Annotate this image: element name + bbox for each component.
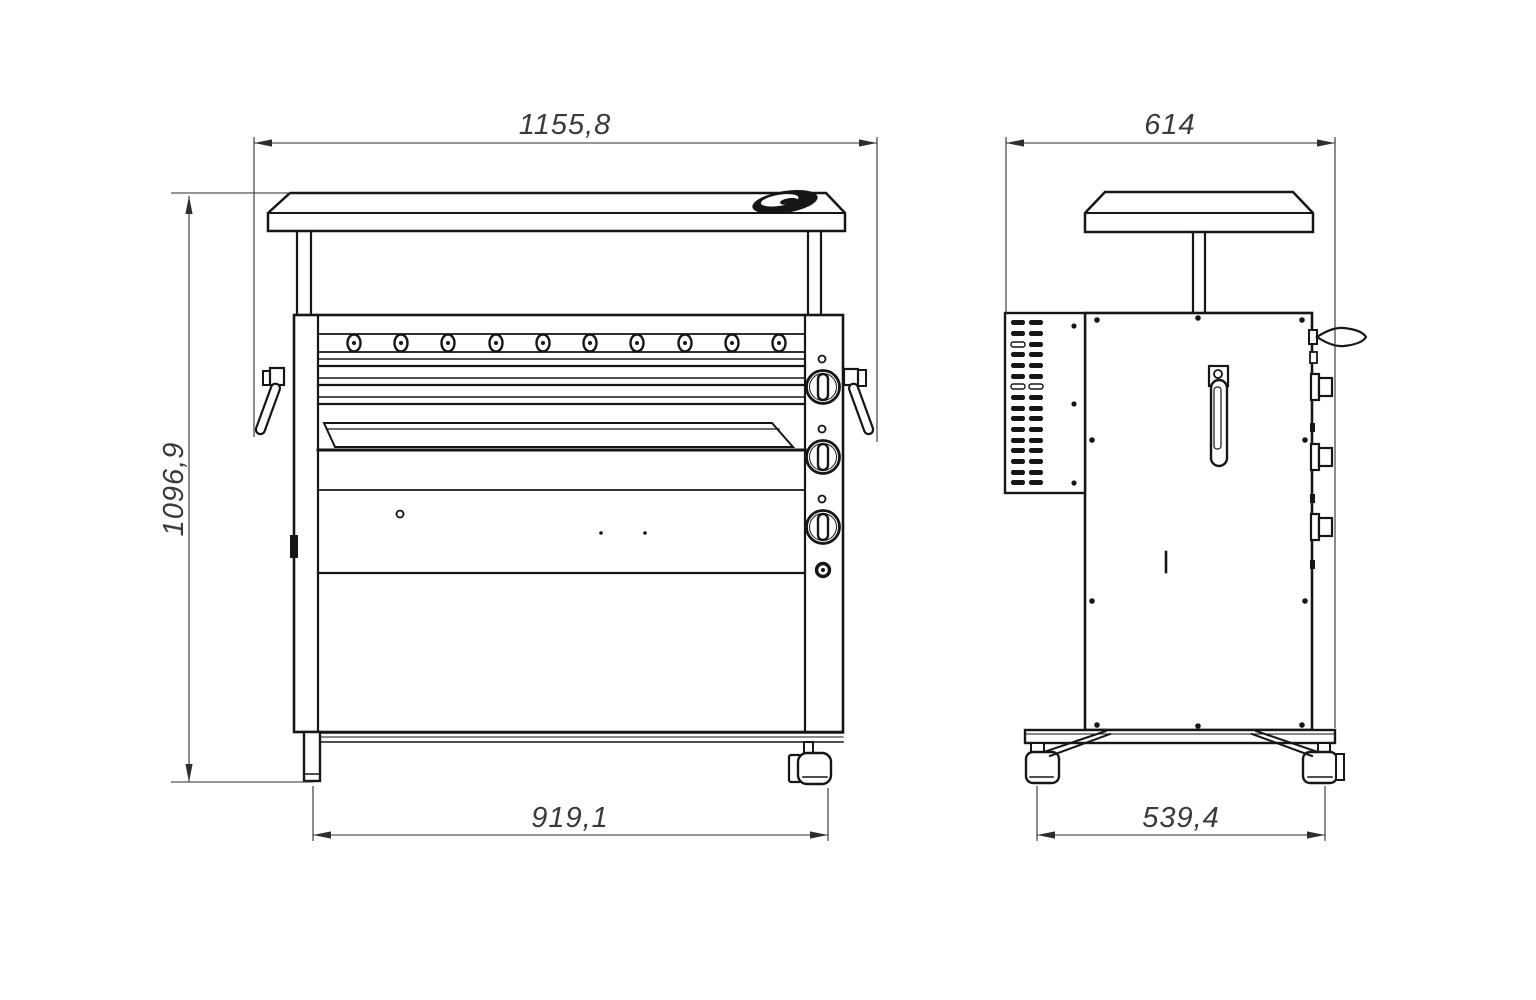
dimension-front-height: 1096,9 (158, 192, 313, 783)
skewer-handle-side (1308, 326, 1368, 364)
body-side (1083, 311, 1314, 732)
skewer-knob (629, 333, 645, 353)
dimension-label-front-height: 1096,9 (158, 442, 190, 537)
hinge-tab (290, 535, 298, 558)
skewer-knob (393, 333, 409, 353)
skewer-knob (677, 333, 693, 353)
skewer-knob (346, 333, 362, 353)
dimension-label-front-base: 919,1 (531, 802, 609, 834)
dimension-label-side-depth: 614 (1144, 109, 1195, 141)
canopy-posts (295, 229, 823, 317)
knob-profiles-side (1309, 372, 1334, 569)
door-handle-side (1164, 364, 1230, 574)
dimension-front-base: 919,1 (312, 786, 829, 841)
caster-right-side (1250, 729, 1345, 785)
control-panel (805, 354, 841, 579)
front-view (254, 189, 875, 786)
dimension-side-base: 539,4 (1036, 786, 1326, 841)
right-handle (842, 367, 875, 436)
skewer-knob (582, 333, 598, 353)
control-knob (805, 354, 841, 405)
bottom-rail (317, 732, 844, 743)
left-handle (254, 366, 286, 436)
side-view (1003, 190, 1368, 785)
dimension-side-depth: 614 (1005, 109, 1336, 728)
control-knob (805, 494, 841, 545)
base-frame (1023, 728, 1337, 745)
caster-left-side (1024, 729, 1112, 785)
screw-dots (1071, 315, 1308, 729)
skewer-knob (488, 333, 504, 353)
dimension-label-side-base: 539,4 (1142, 802, 1220, 834)
panel-hole (395, 509, 405, 519)
skewer-row (317, 333, 806, 353)
grill-rails (316, 358, 807, 406)
skewer-knob (535, 333, 551, 353)
drip-tray (316, 422, 807, 452)
skewer-knob (724, 333, 740, 353)
left-leg (302, 730, 322, 783)
canopy-post-side (1191, 230, 1207, 315)
indicator-light (814, 561, 832, 579)
skewer-knob (771, 333, 787, 353)
skewer-knob (440, 333, 456, 353)
control-knob (805, 424, 841, 475)
dimension-label-front-width: 1155,8 (519, 109, 612, 141)
chimney-outlet (752, 189, 818, 215)
dimension-front-width: 1155,8 (253, 109, 878, 442)
right-caster (787, 741, 833, 786)
canopy-hood-side (1083, 190, 1315, 234)
